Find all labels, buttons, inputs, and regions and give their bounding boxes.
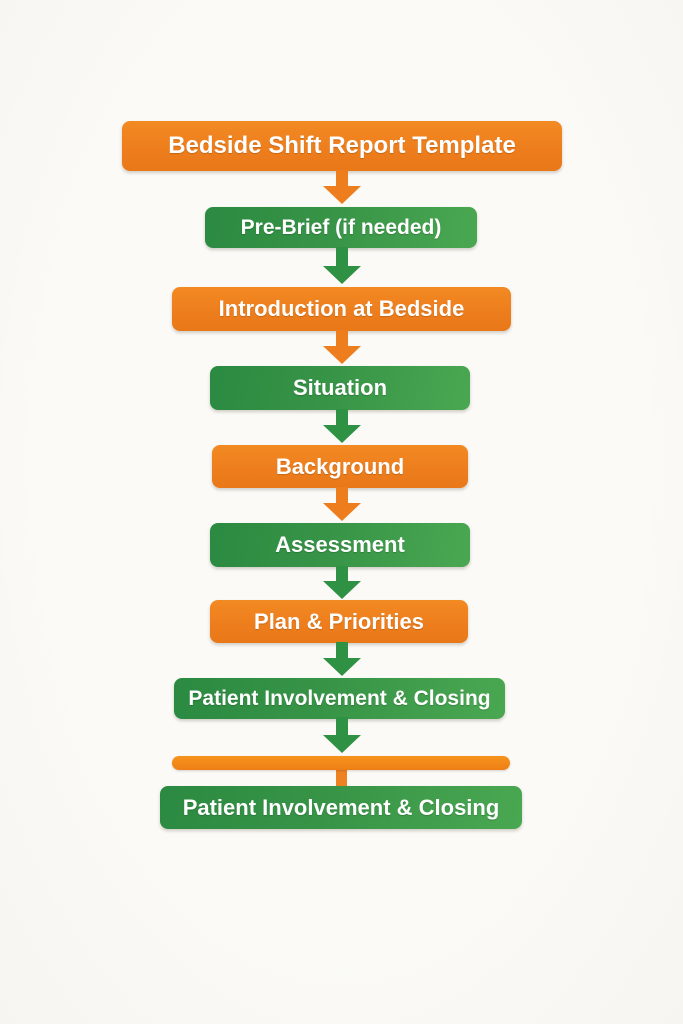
flow-node-label: Background: [275, 453, 405, 479]
arrow-stem: [336, 487, 348, 503]
down-arrow-icon: [323, 247, 361, 284]
down-arrow-icon: [323, 487, 361, 521]
flow-node-pre-brief: Pre-Brief (if needed): [205, 207, 477, 248]
flow-node-label: Patient Involvement & Closing: [182, 794, 500, 820]
arrow-stem: [336, 247, 348, 266]
arrow-stem: [336, 170, 348, 186]
flow-divider-bar: [172, 756, 510, 770]
flow-node-assessment: Assessment: [210, 523, 470, 567]
arrow-stem: [336, 642, 348, 658]
flow-node-title: Bedside Shift Report Template: [122, 121, 562, 171]
arrow-stem: [336, 330, 348, 346]
down-arrow-icon: [323, 330, 361, 364]
down-arrow-icon: [323, 717, 361, 753]
flow-node-label: Bedside Shift Report Template: [168, 132, 516, 159]
arrow-head: [323, 346, 361, 364]
flow-node-introduction-at-bedside: Introduction at Bedside: [172, 287, 511, 331]
flow-node-label: Plan & Priorities: [254, 608, 424, 634]
arrow-stem: [336, 409, 348, 425]
flow-node-label: Introduction at Bedside: [218, 296, 465, 321]
down-arrow-icon: [323, 642, 361, 676]
flow-node-situation: Situation: [210, 366, 470, 410]
arrow-head: [323, 735, 361, 753]
flow-node-label: Patient Involvement & Closing: [188, 686, 491, 710]
arrow-head: [323, 425, 361, 443]
flow-node-patient-involvement-closing-1: Patient Involvement & Closing: [174, 678, 505, 719]
arrow-stem: [336, 566, 348, 581]
flow-node-label: Situation: [292, 375, 388, 400]
flow-node-plan-priorities: Plan & Priorities: [210, 600, 468, 643]
arrow-head: [323, 581, 361, 599]
connector-line: [336, 768, 347, 787]
arrow-stem: [336, 717, 348, 735]
arrow-head: [323, 266, 361, 284]
down-arrow-icon: [323, 566, 361, 599]
down-arrow-icon: [323, 170, 361, 204]
flow-node-label: Pre-Brief (if needed): [240, 215, 442, 239]
arrow-head: [323, 658, 361, 676]
down-arrow-icon: [323, 409, 361, 443]
arrow-head: [323, 186, 361, 204]
arrow-head: [323, 503, 361, 521]
flow-node-label: Assessment: [275, 532, 405, 557]
flow-node-patient-involvement-closing-2: Patient Involvement & Closing: [160, 786, 522, 829]
flow-node-background: Background: [212, 445, 468, 488]
